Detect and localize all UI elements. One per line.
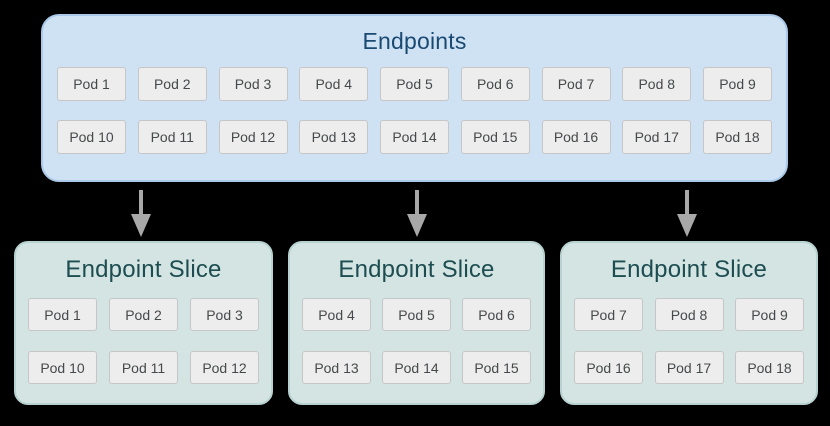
pod-box: Pod 11 xyxy=(109,351,178,384)
endpoint-slice-title: Endpoint Slice xyxy=(338,256,495,283)
pod-box: Pod 9 xyxy=(703,67,772,101)
endpoints-box: Endpoints Pod 1 Pod 2 Pod 3 Pod 4 Pod 5 Pod 6… xyxy=(41,14,788,182)
slice-pod-row-1: Pod 7 Pod 8 Pod 9 xyxy=(574,298,804,331)
pod-box: Pod 6 xyxy=(462,298,531,331)
pod-box: Pod 15 xyxy=(460,120,530,154)
pod-box: Pod 2 xyxy=(137,67,207,101)
arrow-head xyxy=(131,214,151,237)
pod-box: Pod 8 xyxy=(654,298,724,331)
slice-pod-row-2: Pod 10 Pod 11 Pod 12 xyxy=(28,351,259,384)
arrow-stem xyxy=(139,190,143,215)
pod-box: Pod 13 xyxy=(299,120,369,154)
pod-box: Pod 12 xyxy=(190,351,259,384)
arrow-head xyxy=(407,214,427,237)
down-arrow-icon xyxy=(406,190,428,237)
pod-box: Pod 4 xyxy=(302,298,371,331)
pod-box: Pod 17 xyxy=(654,351,724,384)
pod-box: Pod 11 xyxy=(137,120,207,154)
endpoint-slice-title: Endpoint Slice xyxy=(65,256,222,283)
slice-pod-row-1: Pod 1 Pod 2 Pod 3 xyxy=(28,298,259,331)
pod-box: Pod 10 xyxy=(57,120,126,154)
pod-box: Pod 16 xyxy=(574,351,643,384)
pod-box: Pod 4 xyxy=(299,67,369,101)
pod-box: Pod 8 xyxy=(622,67,692,101)
endpoints-pod-row-2: Pod 10 Pod 11 Pod 12 Pod 13 Pod 14 Pod 15 Pod … xyxy=(57,120,772,154)
pod-box: Pod 7 xyxy=(541,67,611,101)
pod-box: Pod 3 xyxy=(190,298,259,331)
pod-box: Pod 1 xyxy=(28,298,97,331)
endpoints-title: Endpoints xyxy=(362,28,467,54)
pod-box: Pod 1 xyxy=(57,67,126,101)
pod-box: Pod 17 xyxy=(622,120,692,154)
pod-box: Pod 2 xyxy=(109,298,178,331)
pod-box: Pod 10 xyxy=(28,351,97,384)
pod-box: Pod 5 xyxy=(382,298,451,331)
slice-pod-row-2: Pod 13 Pod 14 Pod 15 xyxy=(302,351,531,384)
arrow-stem xyxy=(685,190,689,215)
pod-box: Pod 12 xyxy=(218,120,288,154)
endpoints-pod-row-1: Pod 1 Pod 2 Pod 3 Pod 4 Pod 5 Pod 6 Pod 7 Pod 8… xyxy=(57,67,772,101)
pod-box: Pod 5 xyxy=(380,67,449,101)
arrow-head xyxy=(677,214,697,237)
pod-box: Pod 6 xyxy=(460,67,530,101)
pod-box: Pod 13 xyxy=(302,351,371,384)
slice-pod-row-2: Pod 16 Pod 17 Pod 18 xyxy=(574,351,804,384)
pod-box: Pod 14 xyxy=(382,351,451,384)
pod-box: Pod 18 xyxy=(703,120,772,154)
endpoint-slice-title: Endpoint Slice xyxy=(610,256,768,283)
pod-box: Pod 3 xyxy=(218,67,288,101)
pod-box: Pod 7 xyxy=(574,298,643,331)
slice-pod-row-1: Pod 4 Pod 5 Pod 6 xyxy=(302,298,531,331)
pod-box: Pod 9 xyxy=(735,298,804,331)
arrow-stem xyxy=(415,190,419,215)
down-arrow-icon xyxy=(676,190,698,237)
pod-box: Pod 15 xyxy=(462,351,531,384)
pod-box: Pod 16 xyxy=(541,120,611,154)
pod-box: Pod 14 xyxy=(380,120,449,154)
pod-box: Pod 18 xyxy=(735,351,804,384)
down-arrow-icon xyxy=(130,190,152,237)
